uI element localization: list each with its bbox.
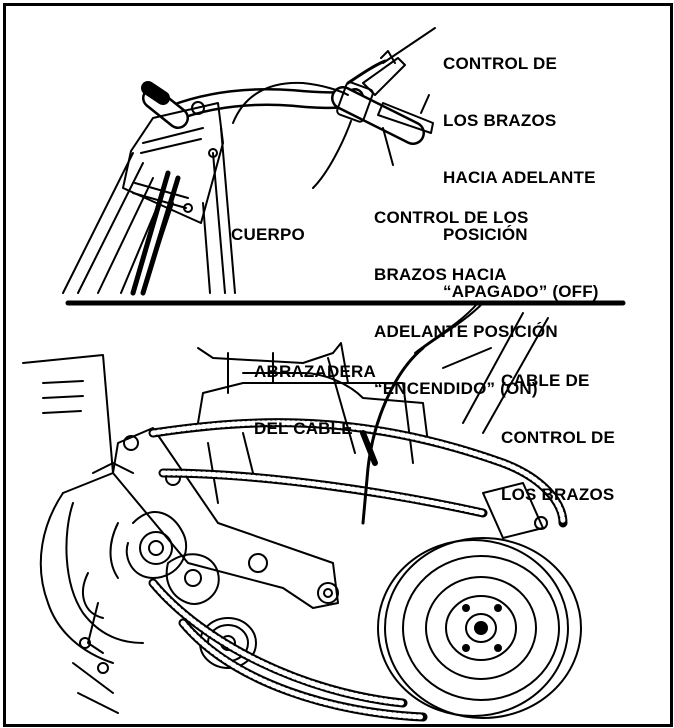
label-control-cable: CABLE DE CONTROL DE LOS BRAZOS (501, 371, 616, 504)
engine-drawing (22, 302, 582, 722)
label-body: CUERPO (231, 225, 305, 244)
label-cable-clamp: ABRAZADERA DEL CABLE (254, 362, 376, 438)
illustration (22, 27, 626, 722)
label-on-control: CONTROL DE LOS BRAZOS HACIA ADELANTE POS… (374, 208, 558, 398)
figure-frame: CONTROL DE LOS BRAZOS HACIA ADELANTE POS… (3, 3, 673, 727)
handlebar-drawing (62, 27, 436, 296)
label-off-control: CONTROL DE LOS BRAZOS HACIA ADELANTE POS… (443, 54, 599, 301)
